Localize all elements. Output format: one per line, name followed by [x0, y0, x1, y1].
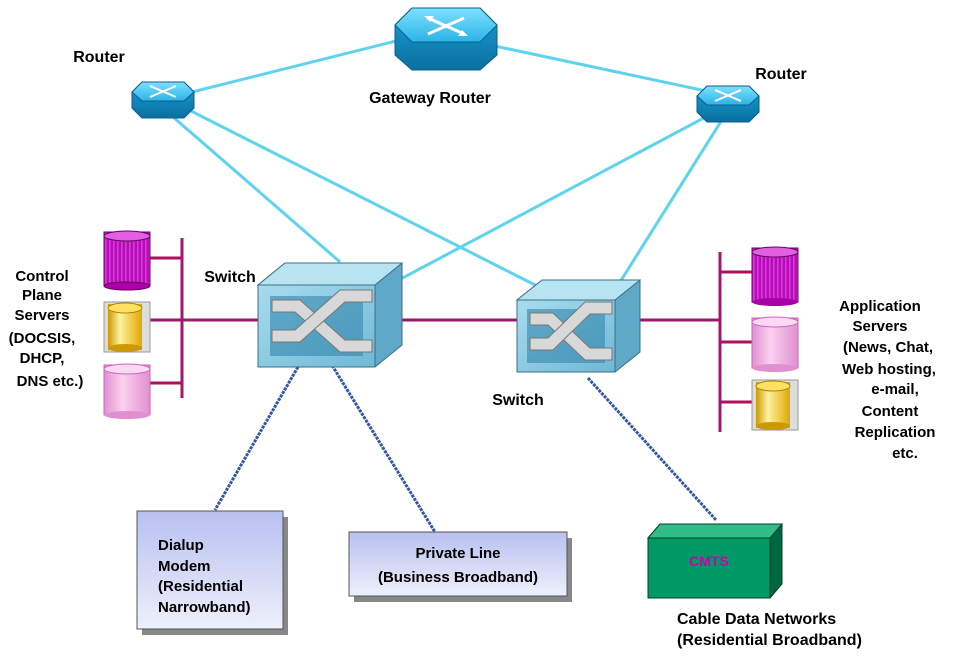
- switch-left-label: Switch: [204, 269, 256, 286]
- switch-right-icon: [515, 279, 642, 373]
- svg-text:e-mail,: e-mail,: [871, 381, 919, 398]
- control-plane-server-1-icon: [103, 230, 151, 291]
- svg-text:Narrowband): Narrowband): [158, 599, 251, 616]
- link-router-left-switch-left: [164, 108, 341, 264]
- router-left-label: Router: [73, 49, 125, 66]
- router-right-label: Router: [755, 66, 807, 83]
- access-links: [213, 359, 718, 533]
- app-server-1-icon: [751, 246, 799, 306]
- dialup-label: Dialup Modem (Residential Narrowband): [158, 537, 251, 616]
- wan-links: [164, 38, 727, 292]
- svg-text:(Business Broadband): (Business Broadband): [378, 569, 538, 586]
- svg-text:Plane: Plane: [22, 287, 62, 304]
- control-plane-server-3-icon: [103, 363, 151, 419]
- svg-text:DNS etc.): DNS etc.): [17, 373, 84, 390]
- gateway-router-icon: [394, 7, 498, 71]
- svg-text:Control: Control: [15, 268, 68, 285]
- link-gateway-router-right: [489, 43, 726, 97]
- ethernet-buses: [150, 238, 752, 432]
- gateway-router-label: Gateway Router: [369, 90, 491, 107]
- svg-text:Servers: Servers: [14, 307, 69, 324]
- router-right-icon: [696, 85, 760, 123]
- control-plane-server-2-icon: [103, 301, 151, 353]
- router-left-icon: [131, 81, 195, 119]
- app-servers-label: Application Servers (News, Chat, Web hos…: [839, 298, 936, 462]
- cmts-icon: [646, 523, 784, 599]
- link-switch-privateline: [328, 361, 437, 533]
- switch-left-icon: [256, 262, 404, 368]
- switch-right-label: Switch: [492, 392, 544, 409]
- cable-networks-label: Cable Data Networks (Residential Broadba…: [677, 611, 862, 649]
- dialup-modem-box: [136, 510, 288, 635]
- svg-text:Modem: Modem: [158, 558, 211, 575]
- svg-text:(DOCSIS,: (DOCSIS,: [9, 330, 76, 347]
- cmts-label: CMTS: [689, 553, 729, 569]
- bus-overlay: [150, 238, 721, 432]
- svg-text:(News, Chat,: (News, Chat,: [843, 339, 933, 356]
- svg-text:(Residential: (Residential: [158, 578, 243, 595]
- svg-text:Dialup: Dialup: [158, 537, 204, 554]
- svg-text:(Residential Broadband): (Residential Broadband): [677, 632, 862, 649]
- svg-text:Private Line: Private Line: [415, 545, 500, 562]
- link-router-right-switch-right: [618, 114, 727, 283]
- link-switch-cmts: [586, 376, 718, 522]
- link-router-left-gateway: [179, 38, 401, 97]
- app-server-2-icon: [751, 316, 799, 372]
- svg-text:Cable Data Networks: Cable Data Networks: [677, 611, 836, 628]
- app-server-3-icon: [751, 379, 799, 431]
- private-line-label: Private Line (Business Broadband): [378, 545, 538, 586]
- svg-text:Content: Content: [862, 403, 919, 420]
- svg-text:Servers: Servers: [852, 318, 907, 335]
- svg-text:DHCP,: DHCP,: [20, 350, 65, 367]
- link-router-left-switch-right: [184, 106, 546, 292]
- svg-text:Web hosting,: Web hosting,: [842, 361, 936, 378]
- control-plane-label: Control Plane Servers (DOCSIS, DHCP, DNS…: [9, 268, 84, 390]
- svg-text:Replication: Replication: [855, 424, 936, 441]
- svg-text:Application: Application: [839, 298, 921, 315]
- link-router-right-switch-left: [379, 110, 716, 292]
- svg-text:etc.: etc.: [892, 445, 918, 462]
- link-switch-dialup: [213, 359, 304, 511]
- private-line-box: [348, 531, 572, 602]
